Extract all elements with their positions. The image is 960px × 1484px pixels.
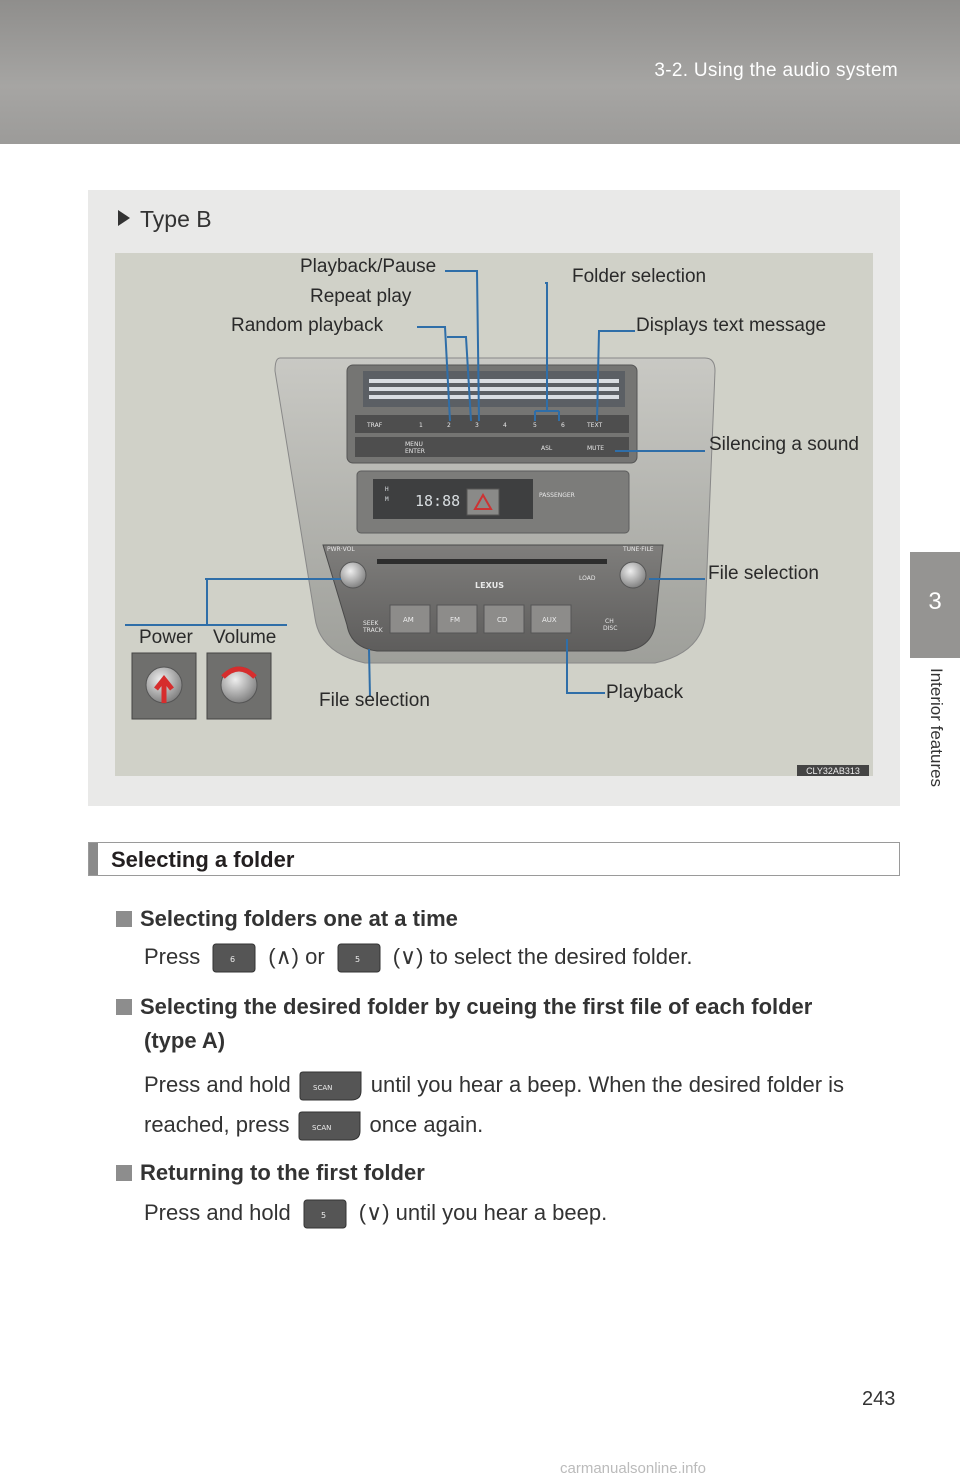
until-beep-text-2: (∨) until you hear a beep.	[358, 1200, 608, 1225]
panel-aux-label: AUX	[542, 616, 557, 624]
callout-folder-selection: Folder selection	[572, 266, 707, 287]
panel-mute-label: MUTE	[587, 445, 604, 452]
chapter-number: 3	[928, 588, 942, 615]
until-beep-text: until you hear a beep. When the desired …	[370, 1072, 845, 1097]
scan-label: SCAN	[313, 1084, 332, 1092]
panel-4-label: 4	[503, 422, 507, 429]
item-3-body: Press and hold 5 (∨) until you hear a beep…	[144, 1198, 607, 1229]
figure-box: Type B	[88, 190, 900, 806]
reached-press-text: reached, press	[144, 1112, 290, 1137]
preset-5-button-icon: 5	[303, 1199, 347, 1229]
triangle-bullet-icon	[118, 210, 130, 226]
scan-button-icon: SCAN	[299, 1071, 363, 1101]
item-heading-1-text: Selecting folders one at a time	[140, 906, 458, 931]
item-heading-1: Selecting folders one at a time	[116, 902, 458, 936]
page-header: 3-2. Using the audio system	[0, 0, 960, 144]
press-text: Press	[144, 944, 201, 969]
panel-cd-label: CD	[497, 616, 507, 624]
panel-lexus-logo: LEXUS	[475, 581, 504, 590]
down-rest-text: (∨) to select the desired folder.	[392, 944, 693, 969]
audio-panel-illustration: TRAF 1 2 3 4 5 6 TEXT MENU ENTER ASL MUT…	[125, 270, 716, 720]
panel-ch-label: CH	[605, 618, 614, 625]
square-bullet-icon	[116, 1165, 132, 1181]
panel-5-label: 5	[533, 422, 537, 429]
chapter-label-text: Interior features	[927, 668, 946, 788]
panel-clock: 18:88	[415, 492, 460, 510]
panel-tune-file-label: TUNE·FILE	[622, 546, 654, 553]
section-heading-bar: Selecting a folder	[88, 842, 900, 876]
preset-6-button-icon: 6	[212, 943, 256, 973]
scan-label: SCAN	[312, 1124, 331, 1132]
callout-repeat-play: Repeat play	[310, 286, 412, 307]
item-heading-3: Returning to the first folder	[116, 1156, 425, 1190]
panel-m-label: M	[385, 496, 389, 503]
preset-6-label: 6	[230, 955, 235, 964]
panel-load-label: LOAD	[579, 575, 596, 582]
item-1-body: Press 6 (∧) or 5 (∨) to select the desired f…	[144, 942, 693, 973]
callout-power: Power	[139, 627, 193, 648]
item-heading-3-text: Returning to the first folder	[140, 1160, 425, 1185]
panel-pwr-vol-label: PWR·VOL	[327, 546, 355, 553]
callout-random-playback: Random playback	[231, 315, 384, 336]
panel-2-label: 2	[447, 422, 451, 429]
up-or-text: (∧) or	[268, 944, 325, 969]
item-2-body-line2: reached, press SCAN once again.	[144, 1110, 483, 1141]
item-heading-2-line1: Selecting the desired folder by cueing t…	[140, 994, 813, 1019]
panel-1-label: 1	[419, 422, 423, 429]
panel-asl-label: ASL	[541, 445, 553, 452]
callout-playback: Playback	[606, 682, 684, 703]
callout-displays-text-message: Displays text message	[636, 315, 827, 336]
preset-5-button-icon: 5	[337, 943, 381, 973]
panel-traf-label: TRAF	[366, 422, 383, 429]
square-bullet-icon	[116, 999, 132, 1015]
callout-playback-pause: Playback/Pause	[300, 256, 437, 277]
panel-fm-label: FM	[450, 616, 460, 624]
callout-file-selection-right: File selection	[708, 563, 819, 584]
panel-6-label: 6	[561, 422, 565, 429]
once-again-text: once again.	[369, 1112, 484, 1137]
panel-am-label: AM	[403, 616, 414, 624]
watermark: carmanualsonline.info	[560, 1460, 706, 1477]
panel-menu-label: MENU	[405, 441, 423, 448]
press-hold-text: Press and hold	[144, 1072, 291, 1097]
section-title: 3-2. Using the audio system	[654, 60, 898, 81]
preset-5-label: 5	[321, 1211, 326, 1220]
audio-panel-photo: TRAF 1 2 3 4 5 6 TEXT MENU ENTER ASL MUT…	[115, 253, 873, 776]
item-2-body-line1: Press and hold SCAN until you hear a beep.…	[144, 1070, 844, 1101]
scan-button-icon: SCAN	[298, 1111, 362, 1141]
image-code: CLY32AB313	[797, 765, 869, 776]
preset-5-label: 5	[355, 955, 360, 964]
callout-silencing-a-sound: Silencing a sound	[709, 434, 859, 455]
panel-enter-label: ENTER	[405, 448, 425, 455]
item-heading-2-line2: (type A)	[144, 1028, 226, 1053]
callout-volume: Volume	[213, 627, 277, 648]
panel-disc-label: DISC	[603, 625, 617, 632]
panel-3-label: 3	[475, 422, 479, 429]
chapter-tab: 3	[910, 552, 960, 658]
panel-text-label: TEXT	[586, 422, 602, 429]
panel-track-label: TRACK	[362, 627, 384, 634]
callout-file-selection-bottom: File selection	[319, 690, 430, 711]
figure-type-label: Type B	[118, 206, 212, 233]
item-heading-2b: (type A)	[144, 1024, 225, 1058]
panel-passenger-label: PASSENGER	[539, 492, 575, 499]
panel-seek-label: SEEK	[363, 620, 379, 627]
chapter-label: Interior features	[922, 668, 950, 828]
section-marker	[89, 843, 98, 875]
panel-h-label: H	[385, 486, 389, 493]
item-heading-2: Selecting the desired folder by cueing t…	[116, 990, 812, 1024]
page-number: 243	[862, 1388, 896, 1410]
square-bullet-icon	[116, 911, 132, 927]
press-hold-text: Press and hold	[144, 1200, 291, 1225]
type-label-text: Type B	[140, 206, 212, 232]
section-title-text: Selecting a folder	[111, 847, 295, 872]
